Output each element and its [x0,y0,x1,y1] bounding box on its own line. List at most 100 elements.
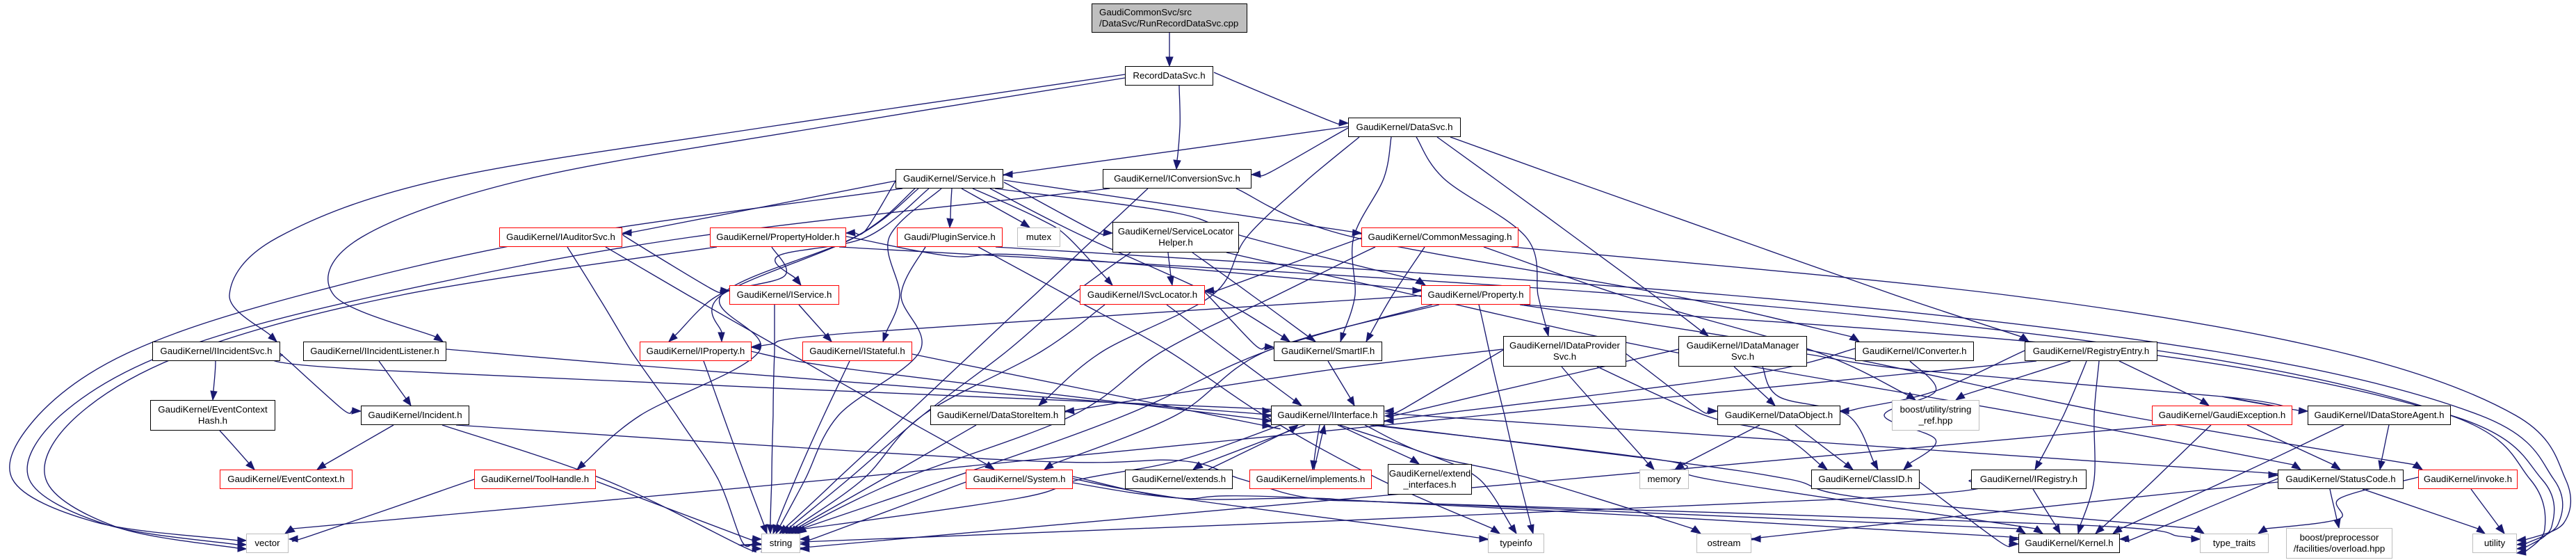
node-gaudikernel-registryentry-h[interactable]: GaudiKernel/RegistryEntry.h [2025,342,2157,361]
node-gaudikernel-iconversionsvc-h[interactable]: GaudiKernel/IConversionSvc.h [1103,169,1251,189]
node-label-line: Hash.h [197,415,228,426]
node-string[interactable]: string [761,534,800,553]
node-gaudikernel-classid-h[interactable]: GaudiKernel/ClassID.h [1811,470,1920,489]
node-label-line: GaudiKernel/implements.h [1256,474,1366,485]
edge-line [1213,72,1342,125]
node-gaudikernel-implements-h[interactable]: GaudiKernel/implements.h [1249,470,1372,489]
node-memory[interactable]: memory [1639,470,1689,489]
arrowhead [1708,407,1719,415]
node-gaudikernel-smartif-h[interactable]: GaudiKernel/SmartIF.h [1274,342,1382,361]
edge-line [1337,424,1413,460]
node-gaudicommonsvc-src-datasvc-runrecorddatasvc-cpp[interactable]: GaudiCommonSvc/src/DataSvc/RunRecordData… [1092,3,1247,33]
node-gaudikernel-dataobject-h[interactable]: GaudiKernel/DataObject.h [1717,406,1840,425]
edge-line [1806,353,2299,411]
edge-gaudikernel-iinterface-h-to-gaudikernel-extend-interfaces-h [1337,424,1420,465]
edge-gaudikernel-registryentry-h-to-boost-utility-string-ref-hpp [1954,360,2071,401]
node-gaudikernel-property-h[interactable]: GaudiKernel/Property.h [1421,285,1530,305]
arrowhead [2516,536,2527,543]
edge-gaudikernel-istateful-h-to-string [772,360,850,535]
node-recorddatasvc-h[interactable]: RecordDataSvc.h [1125,66,1213,86]
node-gaudikernel-iservice-h[interactable]: GaudiKernel/IService.h [729,285,839,305]
edge-recorddatasvc-h-to-gaudikernel-iconversionsvc-h [1173,85,1181,170]
node-gaudikernel-iincidentsvc-h[interactable]: GaudiKernel/IIncidentSvc.h [152,342,280,361]
edge-line [1313,424,1320,462]
edge-line [619,180,896,235]
edge-gaudikernel-iinterface-h-to-gaudikernel-extends-h [1192,424,1306,470]
edge-line [912,353,1281,430]
edge-gaudikernel-isvclocator-h-to-gaudikernel-smartif-h [1204,291,1275,351]
arrowhead [718,332,725,343]
edge-gaudikernel-service-h-to-gaudikernel-istateful-h [882,188,942,343]
node-vector[interactable]: vector [246,534,289,553]
edge-line [1166,304,1295,401]
node-boost-preprocessor-facilities-overload-hpp[interactable]: boost/preprocessor/facilities/overload.h… [2286,528,2392,559]
arrowhead [1173,159,1181,170]
edge-gaudikernel-datasvc-h-to-gaudikernel-idataprovidersvc-h [1416,136,1550,337]
node-gaudikernel-extend-interfaces-h[interactable]: GaudiKernel/extend_interfaces.h [1388,464,1472,495]
arrowhead [2412,461,2424,470]
node-gaudikernel-eventcontext-h[interactable]: GaudiKernel/EventContext.h [220,470,353,489]
edge-gaudikernel-idatastoreagent-h-to-gaudikernel-statuscode-h [2378,424,2390,471]
node-gaudikernel-statuscode-h[interactable]: GaudiKernel/StatusCode.h [2278,470,2404,489]
node-ostream[interactable]: ostream [1696,534,1751,553]
node-gaudikernel-idatastoreagent-h[interactable]: GaudiKernel/IDataStoreAgent.h [2308,406,2451,425]
node-label-line: GaudiKernel/invoke.h [2423,474,2513,485]
node-label-line: boost/preprocessor [2299,532,2379,543]
node-gaudikernel-system-h[interactable]: GaudiKernel/System.h [966,470,1073,489]
edge-recorddatasvc-h-to-gaudikernel-iincidentlistener-h [327,77,1126,342]
edge-line [622,234,722,294]
node-gaudikernel-commonmessaging-h[interactable]: GaudiKernel/CommonMessaging.h [1361,227,1518,247]
node-gaudikernel-datastoreitem-h[interactable]: GaudiKernel/DataStoreItem.h [930,406,1065,425]
node-mutex[interactable]: mutex [1017,227,1060,247]
node-gaudikernel-iconverter-h[interactable]: GaudiKernel/IConverter.h [1855,342,1974,361]
node-gaudikernel-service-h[interactable]: GaudiKernel/Service.h [896,169,1003,189]
node-gaudi-pluginservice-h[interactable]: Gaudi/PluginService.h [897,227,1003,247]
node-type-traits[interactable]: type_traits [2200,534,2269,553]
edge-line [1370,246,1425,335]
node-label-line: GaudiKernel/IProperty.h [646,346,745,357]
edge-line [1848,350,2025,412]
node-label-line: GaudiKernel/EventContext.h [227,474,345,485]
edge-gaudikernel-iincidentsvc-h-to-gaudikernel-incident-h [280,353,362,415]
arrowhead [2112,525,2123,534]
edge-line [2381,424,2390,462]
edge-line [950,188,953,219]
edge-gaudikernel-isvclocator-h-to-gaudikernel-iinterface-h [1166,304,1303,406]
node-gaudikernel-invoke-h[interactable]: GaudiKernel/invoke.h [2418,470,2518,489]
node-gaudikernel-iauditorsvc-h[interactable]: GaudiKernel/IAuditorSvc.h [499,227,622,247]
arrowhead [1288,424,1299,433]
arrowhead [750,343,761,351]
node-gaudikernel-extends-h[interactable]: GaudiKernel/extends.h [1125,470,1233,489]
node-gaudikernel-datasvc-h[interactable]: GaudiKernel/DataSvc.h [1348,118,1461,137]
node-gaudikernel-gaudiexception-h[interactable]: GaudiKernel/GaudiException.h [2152,406,2292,425]
node-gaudikernel-isvclocator-h[interactable]: GaudiKernel/ISvcLocator.h [1080,285,1205,305]
edge-line [1176,85,1181,161]
node-gaudikernel-kernel-h[interactable]: GaudiKernel/Kernel.h [2018,534,2120,553]
node-gaudikernel-iproperty-h[interactable]: GaudiKernel/IProperty.h [640,342,752,361]
arrowhead [1490,525,1501,534]
edge-line [1519,304,2415,465]
node-gaudikernel-toolhandle-h[interactable]: GaudiKernel/ToolHandle.h [474,470,596,489]
node-gaudikernel-iregistry-h[interactable]: GaudiKernel/IRegistry.h [1971,470,2087,489]
edge-line [1561,366,1649,464]
edge-line [1200,424,1306,465]
edge-line [596,481,757,542]
arrowhead [2268,471,2279,479]
arrowhead [1064,407,1075,415]
node-utility[interactable]: utility [2472,534,2517,553]
node-boost-utility-string-ref-hpp[interactable]: boost/utility/string_ref.hpp [1892,400,1979,431]
node-gaudikernel-iinterface-h[interactable]: GaudiKernel/IInterface.h [1271,406,1384,425]
arrowhead [1020,219,1031,228]
node-gaudikernel-incident-h[interactable]: GaudiKernel/Incident.h [361,406,469,425]
edge-recorddatasvc-h-to-gaudikernel-datasvc-h [1213,72,1350,127]
node-typeinfo[interactable]: typeinfo [1488,534,1544,553]
edge-gaudikernel-service-h-to-gaudikernel-toolhandle-h [576,188,916,470]
node-gaudikernel-iincidentlistener-h[interactable]: GaudiKernel/IIncidentListener.h [303,342,446,361]
node-gaudikernel-propertyholder-h[interactable]: GaudiKernel/PropertyHolder.h [710,227,846,247]
node-gaudikernel-istateful-h[interactable]: GaudiKernel/IStateful.h [802,342,912,361]
edge-line [2032,488,2057,527]
